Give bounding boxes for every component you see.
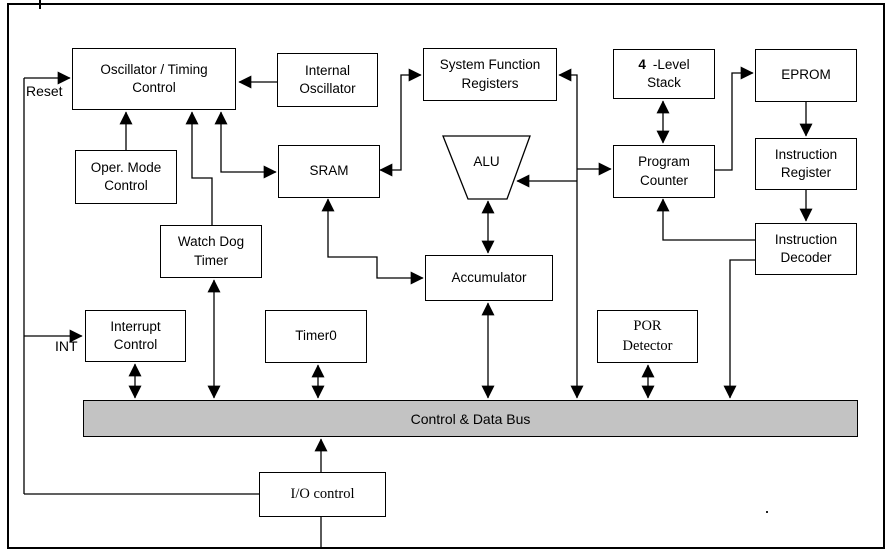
stray-dot — [766, 511, 768, 513]
diagram-border — [7, 3, 885, 549]
block-label: 4-Level — [638, 56, 690, 72]
block-watch-dog-timer: Watch Dog Timer — [160, 225, 262, 278]
block-label: Program — [638, 154, 690, 170]
connector-decoder-to-program-counter — [656, 198, 755, 241]
connector-sfr-trunk-to-bus — [558, 68, 584, 399]
block-label: Decoder — [780, 250, 832, 265]
block-label: Instruction — [774, 146, 838, 162]
block-instruction-register: Instruction Register — [755, 138, 857, 190]
block-oper-mode-control: Oper. Mode Control — [75, 150, 177, 204]
block-label: Timer — [194, 252, 228, 268]
block-sram: SRAM — [278, 145, 380, 198]
block-label: POR — [633, 317, 662, 334]
block-label: SRAM — [309, 163, 349, 179]
control-data-bus: Control & Data Bus — [83, 400, 858, 437]
connector-watchdog-to-oscillator — [185, 111, 213, 225]
bus-label: Control & Data Bus — [410, 410, 531, 427]
reset-signal-label: Reset — [26, 83, 63, 99]
block-eprom: EPROM — [755, 49, 857, 102]
connector-sram-sfr — [379, 68, 422, 177]
int-signal-label: INT — [55, 338, 78, 354]
block-interrupt-control: Interrupt Control — [85, 310, 186, 362]
block-4-level-stack: 4-Level Stack — [613, 49, 715, 99]
block-label: Counter — [639, 172, 689, 188]
block-label: Instruction — [774, 231, 838, 247]
block-io-control: I/O control — [259, 472, 386, 517]
block-alu-label: ALU — [443, 152, 530, 172]
block-label: Interrupt — [110, 318, 161, 334]
block-label: Oscillator — [299, 81, 356, 96]
block-label: Accumulator — [451, 269, 527, 285]
block-label: Control — [113, 337, 158, 352]
connector-program-counter-to-eprom — [715, 66, 754, 171]
block-label: EPROM — [781, 67, 831, 83]
block-label: Stack — [647, 75, 681, 90]
block-label: Timer0 — [295, 328, 337, 344]
block-por-detector: POR Detector — [597, 310, 698, 363]
block-label: Registers — [461, 75, 519, 91]
block-label: ALU — [473, 153, 500, 169]
block-label: Watch Dog — [177, 234, 245, 250]
block-label: System Function — [439, 57, 541, 73]
block-label: Register — [780, 165, 832, 180]
top-edge-tick — [39, 0, 41, 9]
block-accumulator: Accumulator — [425, 255, 553, 301]
block-label: Oscillator / Timing — [100, 61, 208, 77]
block-label: Control — [132, 80, 176, 95]
block-system-function-registers: System Function Registers — [423, 48, 557, 101]
block-label: Control — [104, 178, 148, 193]
block-timer0: Timer0 — [265, 310, 367, 363]
block-program-counter: Program Counter — [613, 145, 715, 198]
alu-trapezoid — [442, 135, 531, 200]
block-label: I/O control — [290, 485, 355, 502]
connector-sram-accumulator — [321, 198, 424, 285]
block-internal-oscillator: Internal Oscillator — [277, 53, 378, 107]
block-instruction-decoder: Instruction Decoder — [755, 223, 857, 275]
block-oscillator-timing-control: Oscillator / Timing Control — [72, 48, 236, 110]
connector-decoder-to-bus — [723, 259, 755, 399]
connector-oscillator-sram — [214, 111, 277, 179]
block-label: Internal — [304, 62, 351, 78]
block-label: Oper. Mode — [90, 159, 162, 175]
block-label: Detector — [622, 337, 673, 354]
